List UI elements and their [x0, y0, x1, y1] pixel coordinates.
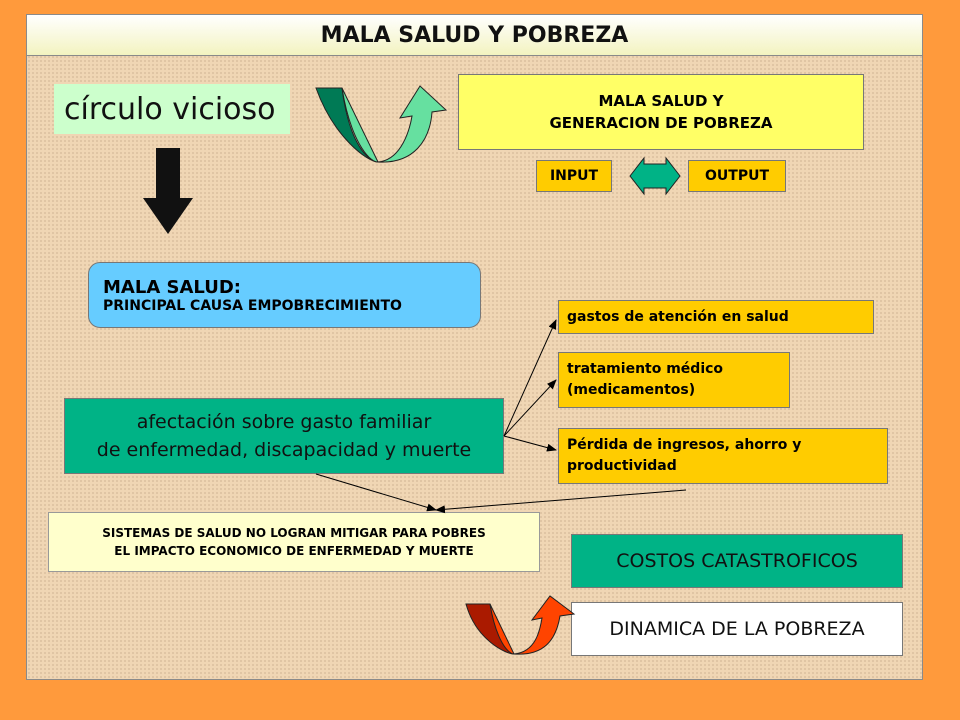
perdida-line1: Pérdida de ingresos, ahorro y [567, 437, 802, 453]
dinamica-box: DINAMICA DE LA POBREZA [571, 602, 903, 656]
connector-perdida-sistemas [435, 489, 687, 514]
connector-gastos [503, 319, 557, 437]
costos-label: COSTOS CATASTROFICOS [616, 550, 858, 572]
costos-box: COSTOS CATASTROFICOS [571, 534, 903, 588]
mala-salud-generacion-line2: GENERACION DE POBREZA [549, 114, 773, 132]
input-box: INPUT [536, 160, 612, 192]
perdida-line2: productividad [567, 458, 677, 474]
page-title: MALA SALUD Y POBREZA [26, 14, 923, 56]
tratamiento-line1: tratamiento médico [567, 361, 724, 377]
circulo-vicioso-box: círculo vicioso [54, 84, 290, 134]
mala-salud-box: MALA SALUD: PRINCIPAL CAUSA EMPOBRECIMIE… [88, 262, 481, 328]
u-turn-arrow-icon-green [315, 85, 448, 163]
sistemas-line1: SISTEMAS DE SALUD NO LOGRAN MITIGAR PARA… [102, 526, 486, 540]
input-label: INPUT [549, 168, 599, 184]
output-label: OUTPUT [705, 168, 769, 184]
afectacion-line1: afectación sobre gasto familiar [136, 411, 432, 433]
mala-salud-subtitle: PRINCIPAL CAUSA EMPOBRECIMIENTO [103, 297, 402, 314]
output-box: OUTPUT [688, 160, 786, 192]
afectacion-box: afectación sobre gasto familiar de enfer… [64, 398, 504, 474]
mala-salud-generacion-line1: MALA SALUD Y [598, 92, 724, 110]
circulo-vicioso-label: círculo vicioso [64, 91, 276, 127]
tratamiento-line2: (medicamentos) [567, 382, 696, 398]
tratamiento-box: tratamiento médico (medicamentos) [558, 352, 790, 408]
gastos-label: gastos de atención en salud [567, 309, 789, 325]
gastos-box: gastos de atención en salud [558, 300, 874, 334]
connector-afectacion-sistemas [315, 473, 437, 512]
dinamica-label: DINAMICA DE LA POBREZA [609, 618, 865, 640]
connector-tratamiento [503, 379, 557, 437]
afectacion-line2: de enfermedad, discapacidad y muerte [96, 439, 472, 461]
sistemas-line2: EL IMPACTO ECONOMICO DE ENFERMEDAD Y MUE… [114, 544, 474, 558]
mala-salud-generacion-box: MALA SALUD Y GENERACION DE POBREZA [458, 74, 864, 150]
double-arrow-icon [629, 156, 681, 196]
sistemas-box: SISTEMAS DE SALUD NO LOGRAN MITIGAR PARA… [48, 512, 540, 572]
u-turn-arrow-icon-red [465, 595, 576, 655]
connector-perdida [503, 435, 557, 452]
perdida-box: Pérdida de ingresos, ahorro y productivi… [558, 428, 888, 484]
mala-salud-title: MALA SALUD: [103, 276, 241, 298]
down-arrow-icon [143, 148, 193, 234]
